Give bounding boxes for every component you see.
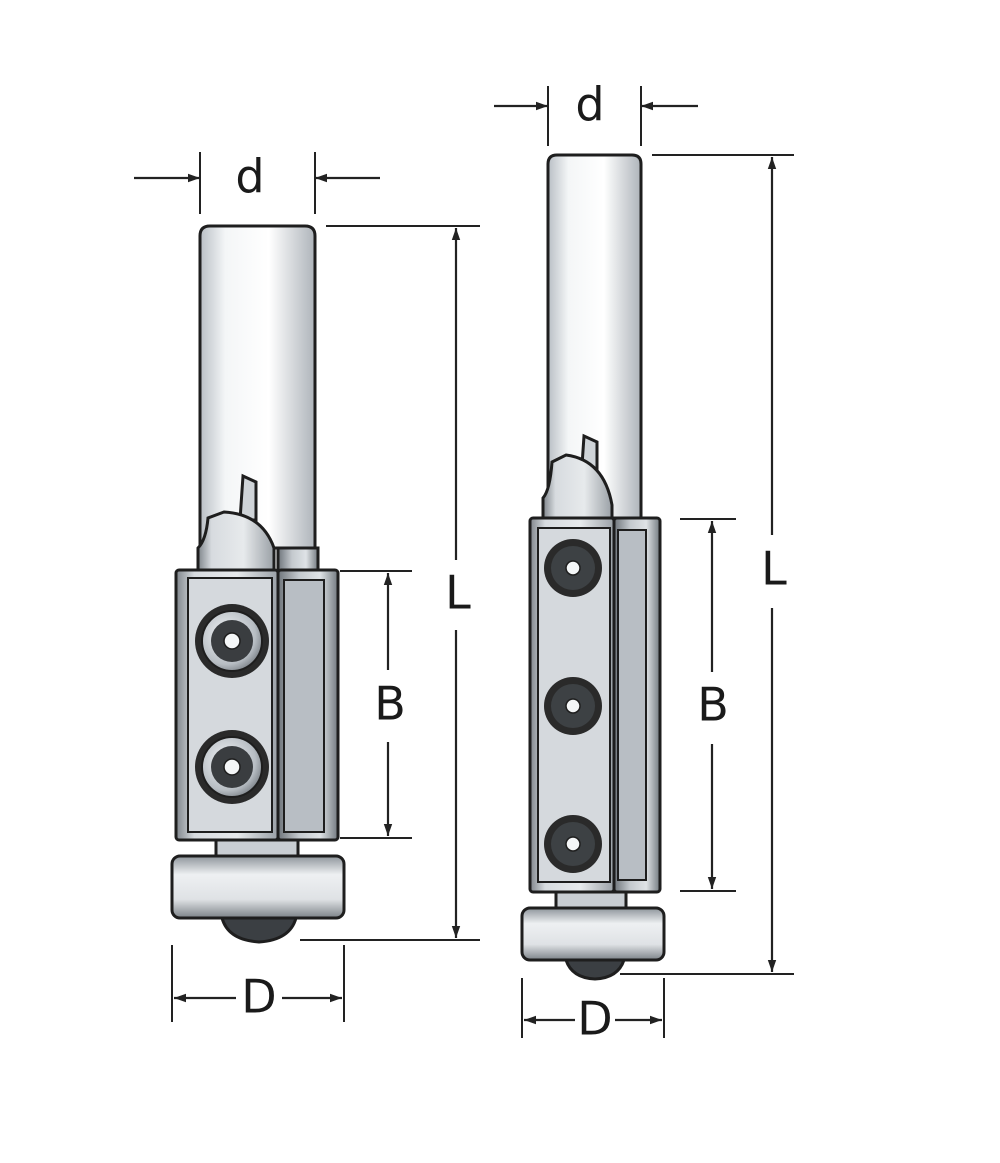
cutter-left: [170, 224, 346, 944]
shank-right: [546, 153, 643, 520]
label-L-right: L: [761, 542, 787, 596]
chip-fin-left: [238, 473, 258, 522]
label-d-right: d: [575, 78, 604, 132]
screw-right-1: [544, 539, 602, 597]
label-B-right: B: [697, 678, 729, 732]
knife-edge-right: [617, 529, 647, 881]
dimensions-left: d L B D: [134, 150, 480, 1024]
bearing-screw-left: [220, 916, 298, 944]
bearing-right: [520, 906, 666, 962]
bearing-left: [170, 854, 346, 920]
screw-left-2: [195, 730, 269, 804]
shank-left: [198, 224, 317, 550]
label-B-left: B: [374, 677, 406, 731]
screw-right-2: [544, 677, 602, 735]
label-D-right: D: [577, 992, 612, 1046]
body-neck-right: [541, 453, 614, 522]
knife-neck-left: [276, 546, 320, 574]
dimensions-right: d L B D: [494, 78, 794, 1046]
screw-right-3: [544, 815, 602, 873]
label-D-left: D: [241, 970, 276, 1024]
label-d-left: d: [235, 150, 264, 204]
screw-left-1: [195, 604, 269, 678]
knife-edge-left: [283, 579, 325, 833]
bearing-screw-right: [563, 958, 627, 981]
body-neck-left: [196, 510, 276, 574]
cutter-right: [520, 153, 666, 981]
label-L-left: L: [445, 566, 471, 620]
